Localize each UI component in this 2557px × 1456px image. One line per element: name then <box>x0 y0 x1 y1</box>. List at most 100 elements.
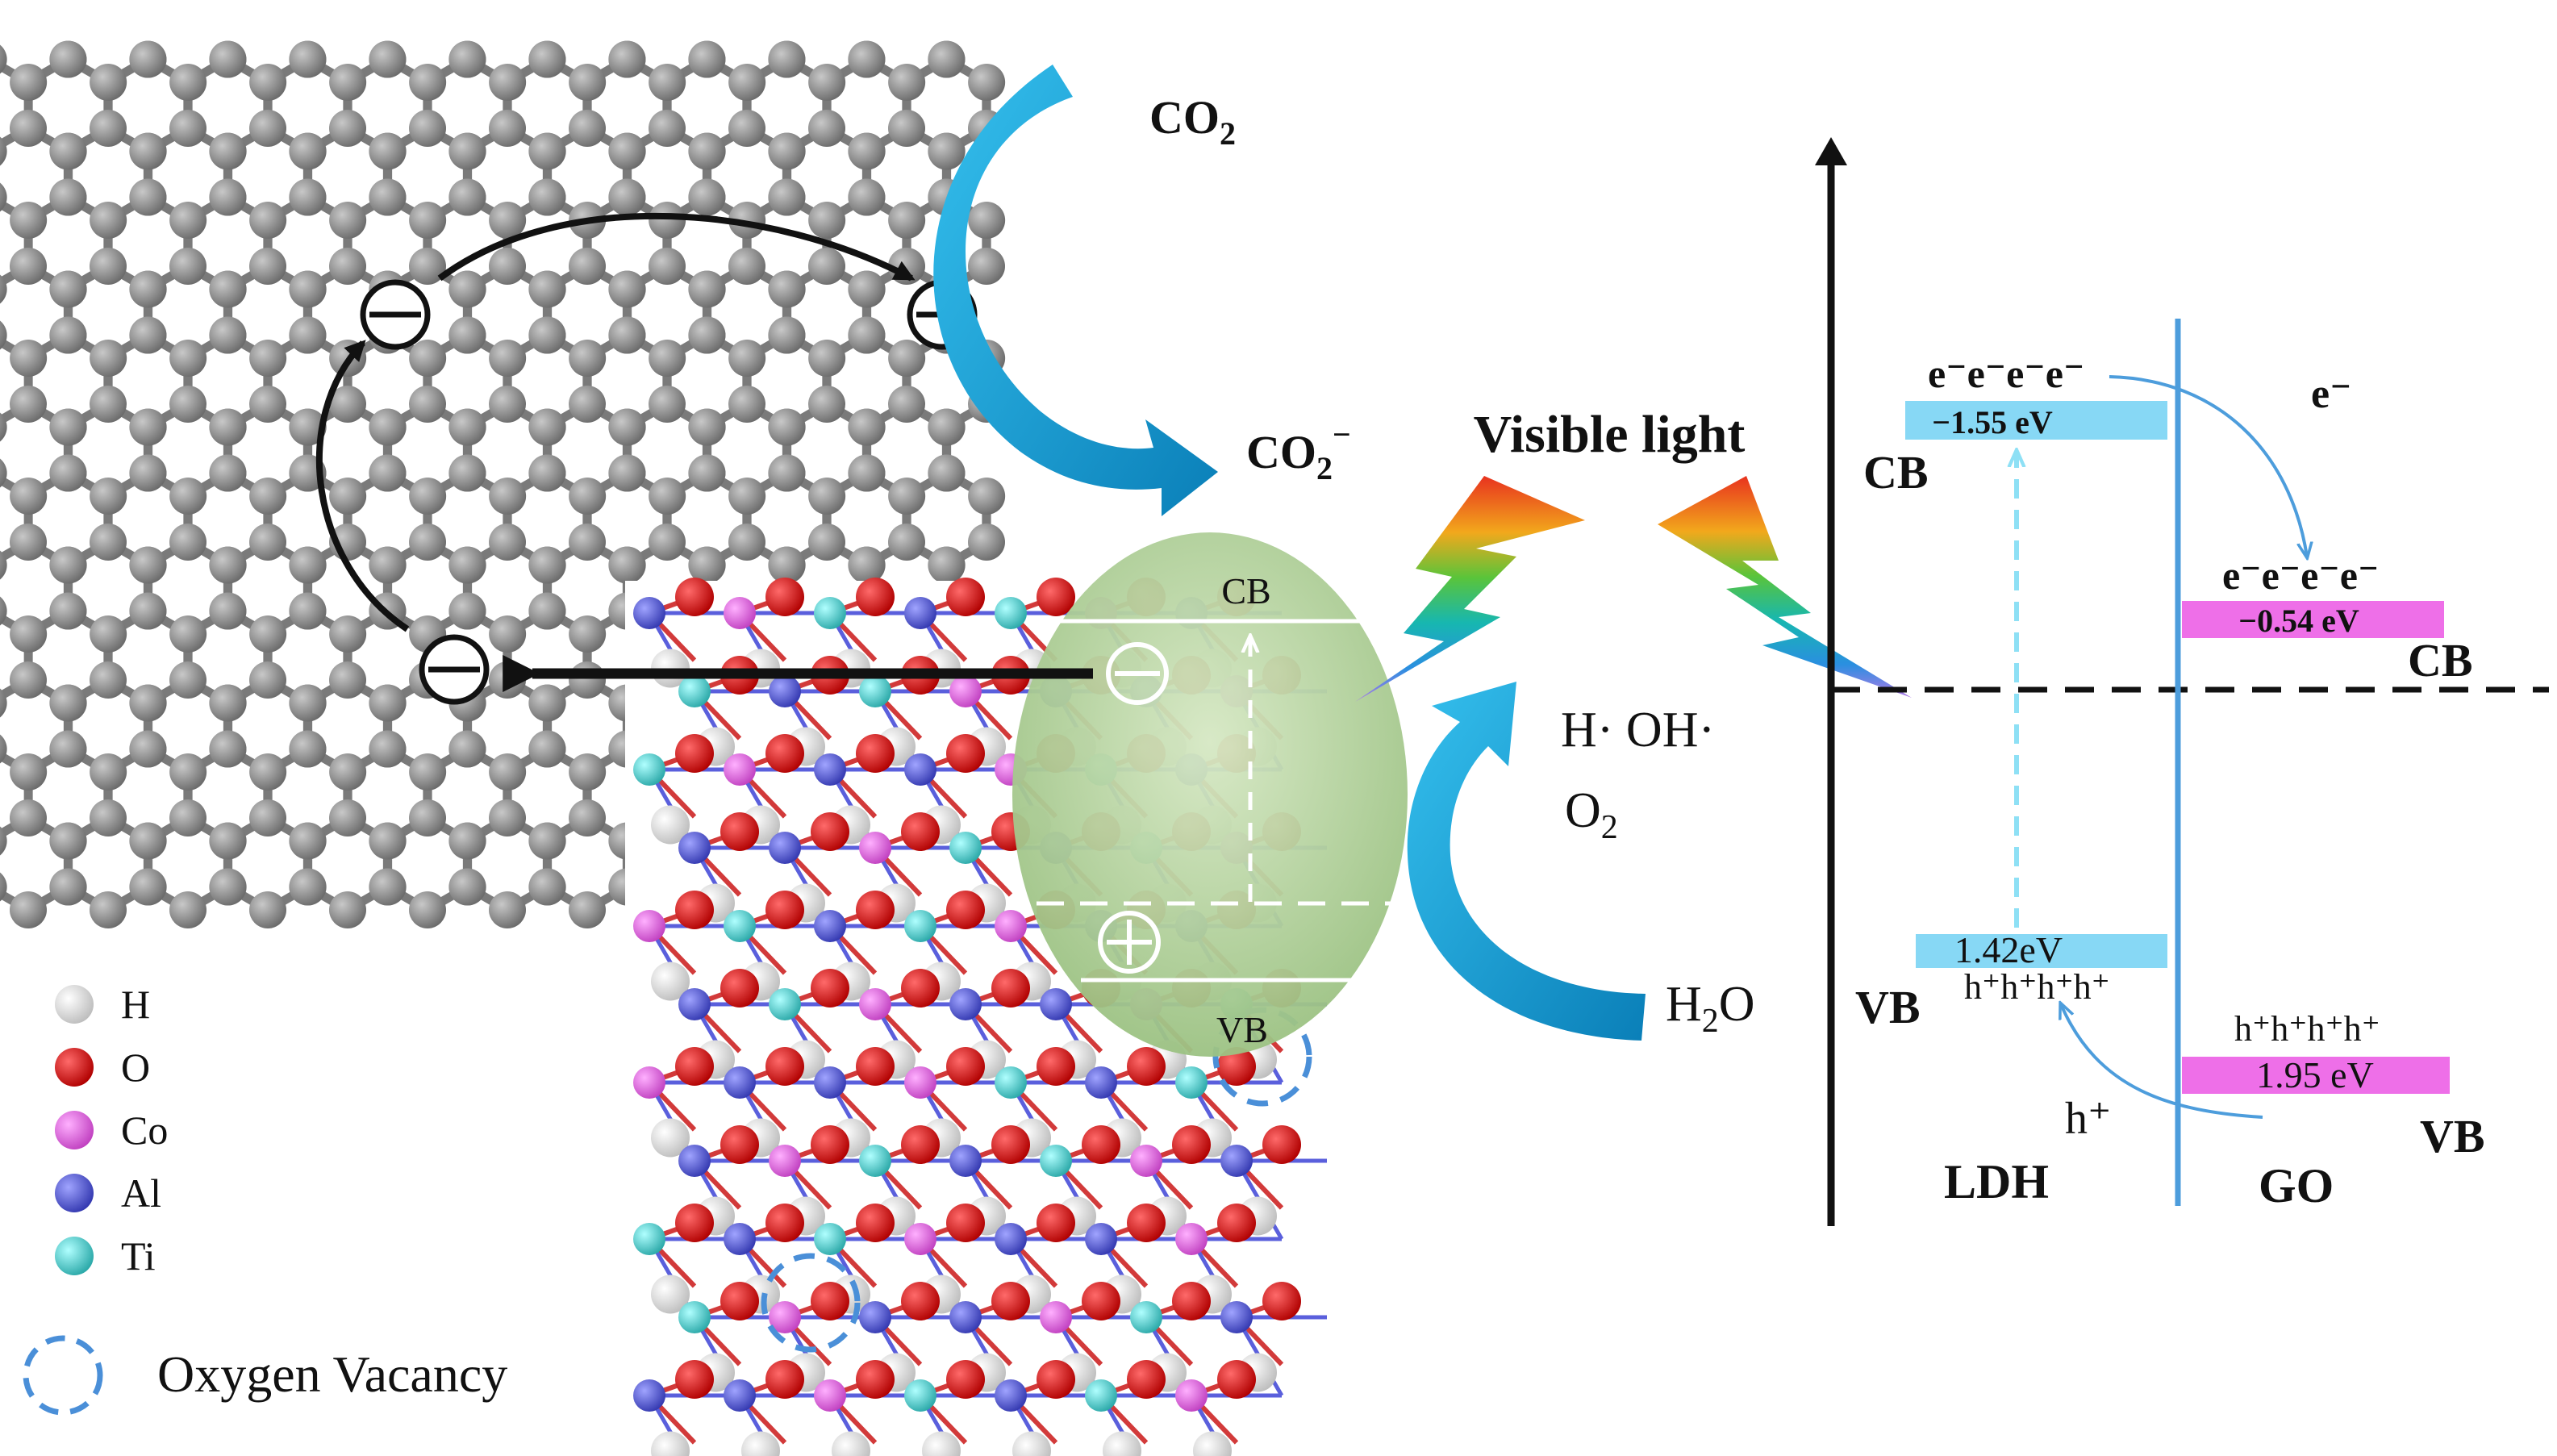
carbon-atom <box>528 546 566 584</box>
metal-atom <box>633 1223 665 1255</box>
oxygen-atom <box>720 1282 759 1320</box>
carbon-atom <box>129 868 167 906</box>
carbon-atom <box>968 478 1006 515</box>
metal-atom <box>678 832 711 864</box>
carbon-atom <box>90 478 127 515</box>
carbon-atom <box>448 270 486 308</box>
oxygen-atom <box>765 891 804 929</box>
go-cb-label: CB <box>2408 634 2473 686</box>
carbon-atom <box>0 550 7 580</box>
carbon-atom <box>289 270 327 308</box>
carbon-atom <box>0 458 7 488</box>
carbon-atom <box>569 64 607 101</box>
hydrogen-atom <box>741 1431 780 1456</box>
carbon-atom <box>448 592 486 630</box>
carbon-atom <box>329 64 367 101</box>
carbon-atom <box>289 730 327 768</box>
semiconductor-particle: CB VB <box>1012 532 1408 1057</box>
carbon-atom <box>569 478 607 515</box>
hole-transfer-label: h⁺ <box>2065 1094 2112 1144</box>
carbon-atom <box>0 596 7 626</box>
carbon-atom <box>728 478 766 515</box>
metal-atom <box>678 1145 711 1177</box>
go-vb-bar <box>2182 1057 2450 1094</box>
carbon-atom <box>0 872 7 902</box>
electron-icon <box>419 634 490 705</box>
legend-swatch-icon <box>55 1174 94 1212</box>
carbon-atom <box>728 110 765 147</box>
metal-atom <box>949 1145 982 1177</box>
metal-atom <box>769 988 801 1020</box>
carbon-atom <box>329 386 366 423</box>
oxygen-atom <box>1127 1047 1166 1086</box>
o2-label: O2 <box>1565 783 1618 846</box>
oxygen-atom <box>675 1360 714 1399</box>
carbon-atom <box>49 546 87 584</box>
carbon-atom <box>848 546 886 584</box>
carbon-atom <box>888 386 925 423</box>
carbon-atom <box>489 615 527 653</box>
carbon-atom <box>489 386 526 423</box>
carbon-atom <box>90 386 127 423</box>
metal-atom <box>1220 1145 1253 1177</box>
carbon-atom <box>808 524 845 561</box>
oxygen-atom <box>765 1360 804 1399</box>
carbon-atom <box>90 202 127 239</box>
carbon-atom <box>409 340 447 377</box>
oxygen-atom <box>720 812 759 851</box>
carbon-atom <box>768 132 806 170</box>
carbon-atom <box>888 202 926 239</box>
carbon-atom <box>369 730 407 768</box>
carbon-atom <box>728 524 765 561</box>
carbon-atom <box>90 615 127 653</box>
carbon-atom <box>209 592 247 630</box>
carbon-atom <box>569 248 606 285</box>
carbon-atom <box>409 248 446 285</box>
carbon-atom <box>649 340 686 377</box>
carbon-atom <box>209 822 247 860</box>
oxygen-atom <box>946 734 985 773</box>
vacancy-label: Oxygen Vacancy <box>157 1345 507 1403</box>
carbon-atom <box>209 316 247 354</box>
carbon-atom <box>90 110 127 147</box>
carbon-atom <box>249 753 287 791</box>
carbon-atom <box>10 386 47 423</box>
hydrogen-atom <box>651 805 690 845</box>
carbon-atom <box>409 64 447 101</box>
metal-atom <box>859 1301 891 1333</box>
go-vb-value: 1.95 eV <box>2256 1054 2374 1095</box>
carbon-atom <box>528 454 566 492</box>
legend-label: Ti <box>121 1233 156 1279</box>
metal-atom <box>995 910 1027 942</box>
carbon-atom <box>968 202 1006 239</box>
carbon-atom <box>448 40 486 78</box>
metal-atom <box>949 1301 982 1333</box>
oxygen-vacancy-marker <box>761 1253 861 1353</box>
carbon-atom <box>448 178 486 216</box>
carbon-atom <box>249 340 287 377</box>
carbon-atom <box>90 524 127 561</box>
legend-label: Co <box>121 1108 168 1153</box>
hydrogen-atom <box>651 1275 690 1314</box>
metal-atom <box>859 832 891 864</box>
ldh-vb-value: 1.42eV <box>1954 929 2063 970</box>
carbon-atom <box>649 386 686 423</box>
lightning-bolt-icon <box>1658 476 1912 698</box>
carbon-atom <box>409 202 447 239</box>
oxygen-atom <box>1217 1204 1256 1242</box>
metal-atom <box>1040 1145 1072 1177</box>
particle-hole-icon <box>1098 911 1161 974</box>
lightning-bolt-icon <box>1355 476 1585 702</box>
carbon-atom <box>448 454 486 492</box>
particle-cb-label: CB <box>1221 570 1270 611</box>
carbon-atom <box>90 340 127 377</box>
metal-atom <box>904 597 936 629</box>
carbon-atom <box>329 661 366 699</box>
oxygen-atom <box>1127 1360 1166 1399</box>
carbon-atom <box>888 478 926 515</box>
metal-atom <box>678 1301 711 1333</box>
metal-atom <box>633 753 665 786</box>
carbon-atom <box>329 891 366 928</box>
carbon-atom <box>129 408 167 446</box>
oxygen-atom <box>946 578 985 616</box>
